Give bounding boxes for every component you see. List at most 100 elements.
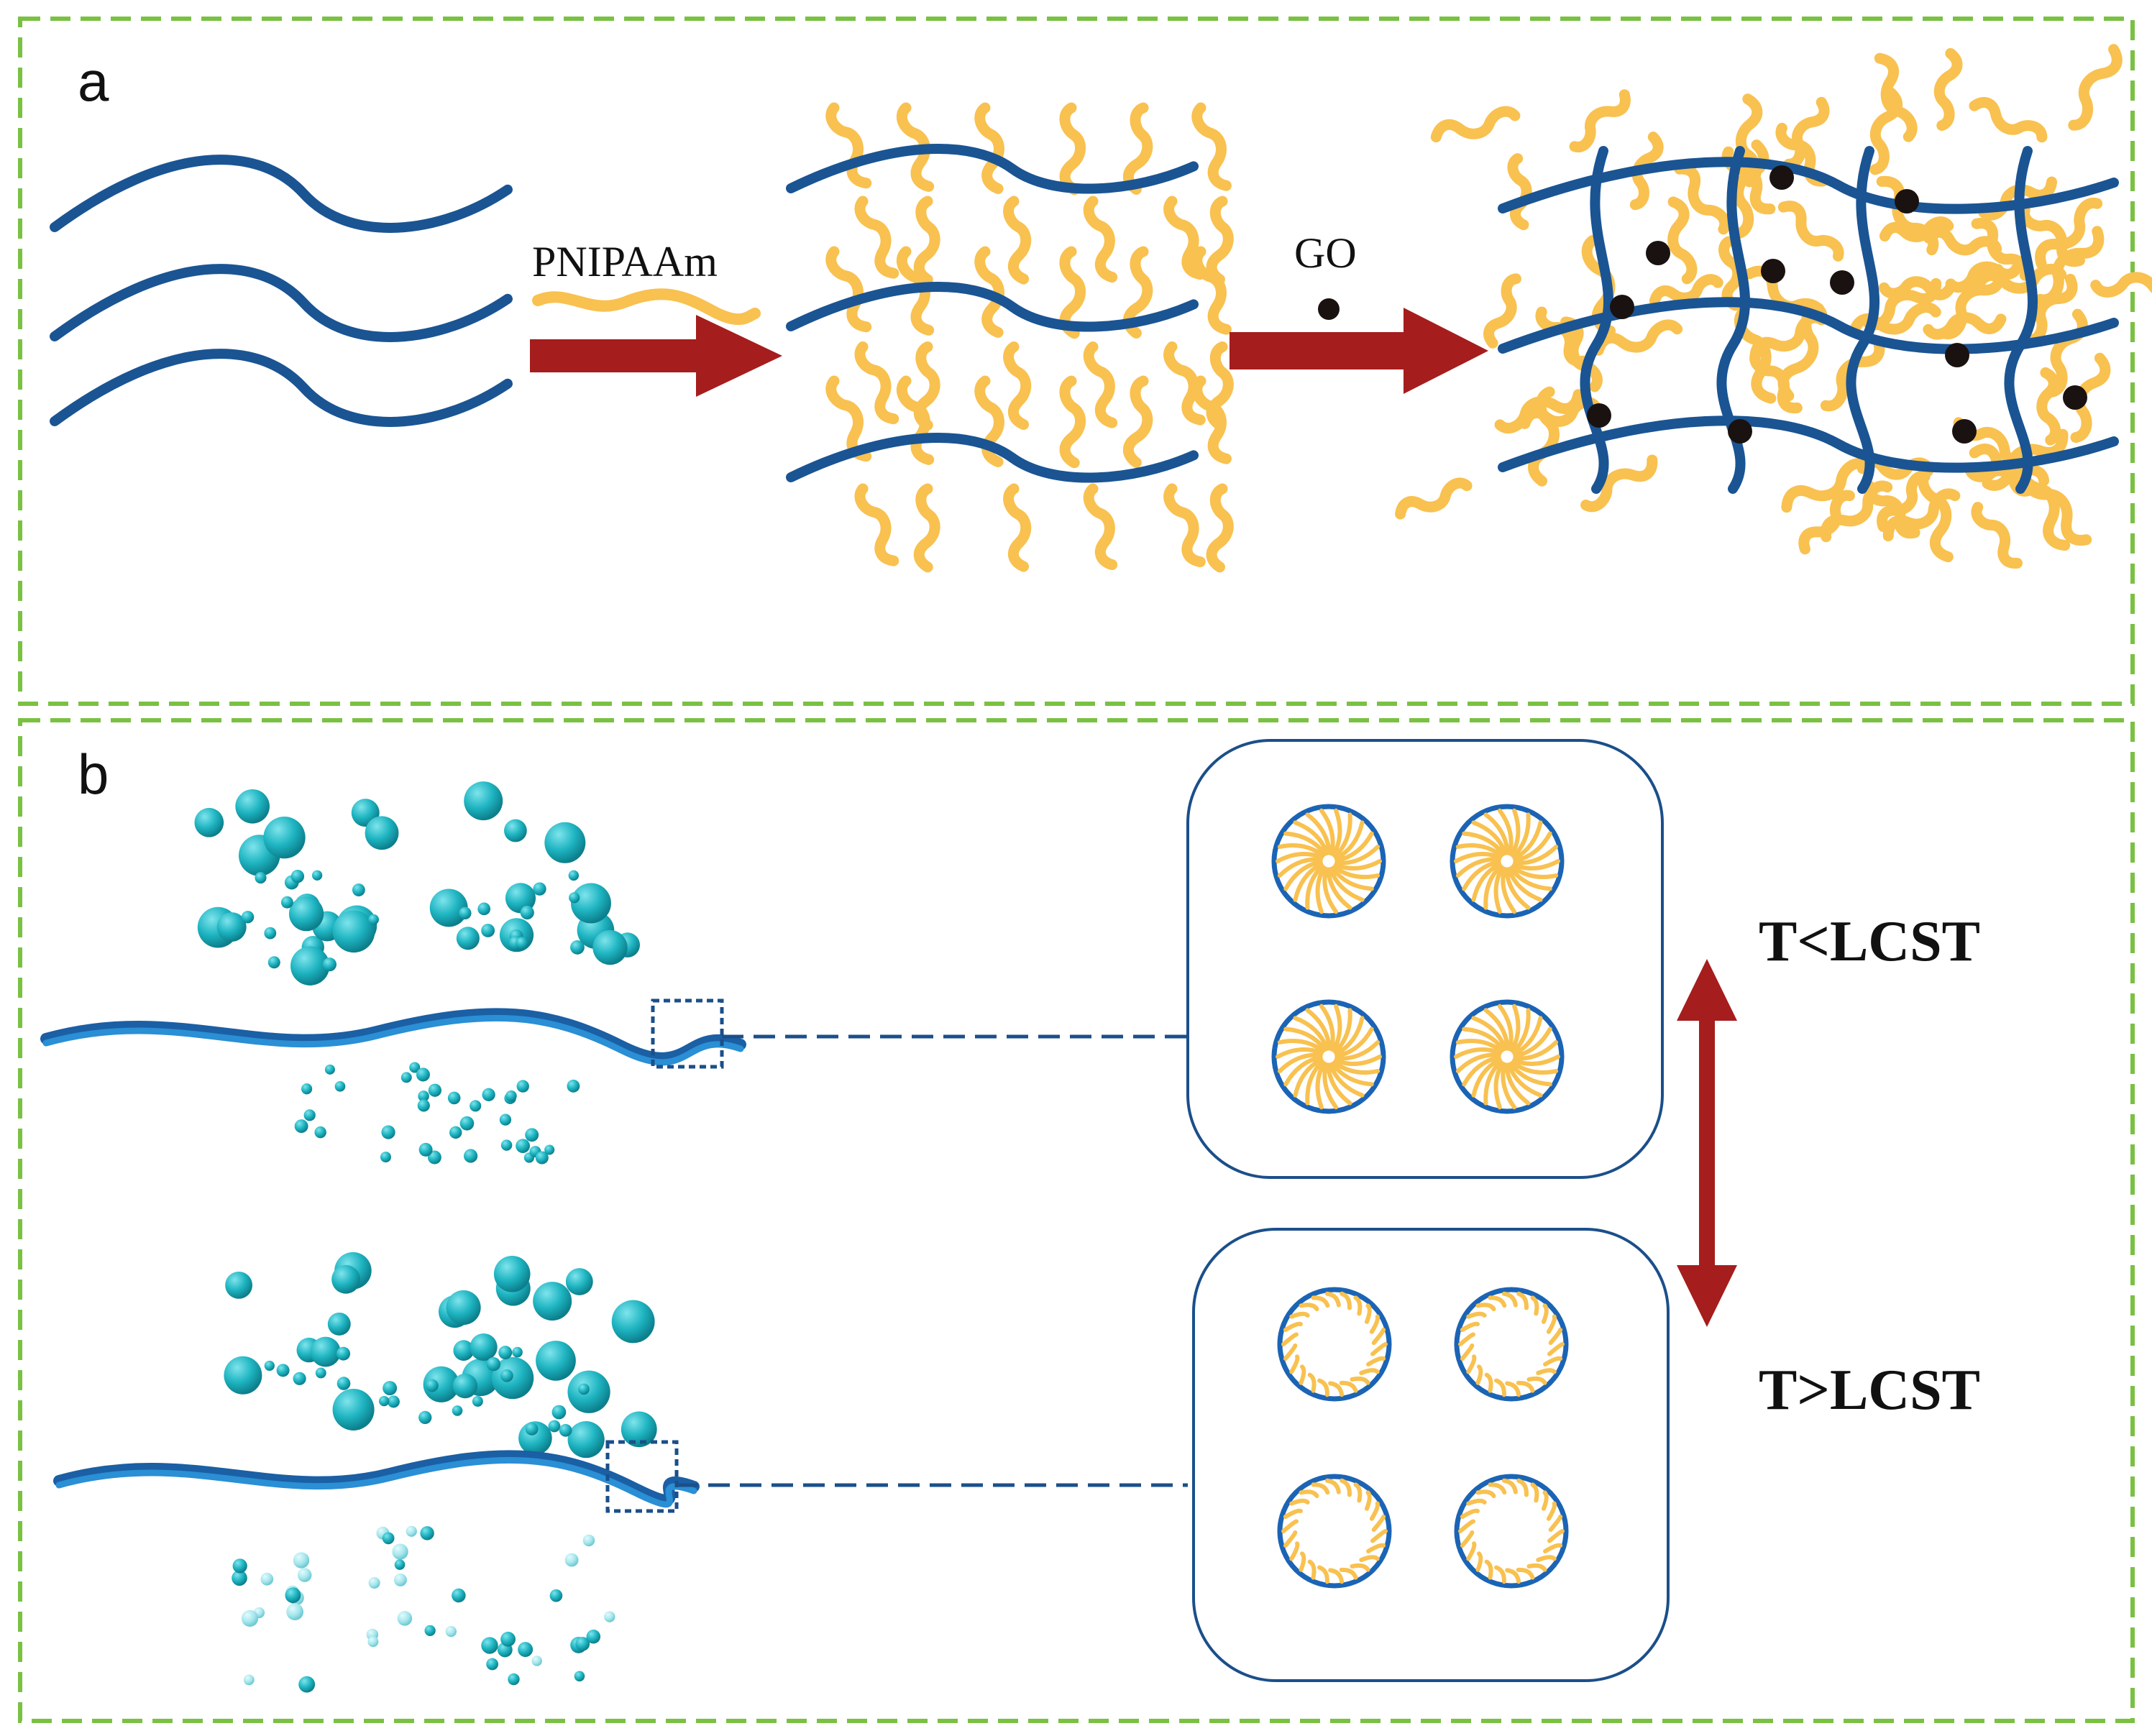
water-droplet	[393, 1573, 407, 1586]
pnipaam-strand	[1471, 861, 1502, 902]
pnipaam-strand	[1364, 1490, 1372, 1511]
water-droplet	[368, 1576, 380, 1589]
pnipaam-strand	[1475, 1303, 1496, 1312]
pnipaam-strand	[1283, 1055, 1323, 1087]
pnipaam-strand	[1484, 1559, 1493, 1580]
pnipaam-strand	[1305, 1059, 1324, 1106]
water-droplet	[564, 1553, 579, 1567]
water-droplet	[409, 1062, 421, 1073]
water-droplet	[525, 1422, 539, 1436]
water-droplet	[470, 1333, 498, 1361]
pnipaam-strand	[1460, 1321, 1480, 1332]
pnipaam-strand	[1317, 1378, 1329, 1397]
water-droplet	[481, 924, 495, 937]
pnipaam-strand	[1283, 1508, 1303, 1519]
water-droplet	[418, 1410, 432, 1425]
pnipaam-strand	[1798, 490, 1855, 555]
water-droplet	[429, 888, 468, 927]
pnipaam-strand	[1454, 852, 1502, 863]
pnipaam-strand	[1326, 867, 1352, 910]
crosslink-chain	[1716, 146, 1751, 494]
membrane-layer	[55, 1456, 697, 1508]
water-droplet	[447, 1091, 461, 1105]
pnipaam-strand	[1328, 1568, 1345, 1584]
crosslinked-network	[1395, 44, 2152, 569]
pnipaam-strand	[1504, 867, 1531, 910]
pnipaam-strand	[1923, 226, 2002, 256]
go-sheet-dot	[1646, 241, 1670, 265]
pnipaam-strand	[1277, 857, 1323, 878]
water-droplet	[536, 1341, 576, 1381]
water-droplet	[453, 1340, 475, 1361]
pnipaam-strand	[1350, 1376, 1370, 1385]
pnipaam-strand	[1334, 845, 1381, 865]
pnipaam-strand	[913, 196, 940, 285]
water-droplet	[334, 1080, 346, 1092]
pnipaam-strand	[1460, 1530, 1475, 1548]
pnipaam-strand	[1466, 1354, 1477, 1374]
go-sheet-dot	[1952, 419, 1977, 444]
water-droplet	[449, 1126, 462, 1139]
water-droplet	[310, 1336, 341, 1367]
pnipaam-strand	[1511, 865, 1559, 879]
go-sheet-dot	[1945, 343, 1969, 367]
pnipaam-strand	[1330, 866, 1374, 891]
water-droplet	[294, 1119, 308, 1134]
pnipaam-strand	[1475, 1551, 1483, 1572]
pnipaam-strand	[1516, 1380, 1535, 1393]
water-droplet	[332, 1388, 375, 1430]
water-droplet	[459, 1116, 475, 1131]
water-droplet	[548, 1420, 561, 1433]
backbone-chain	[786, 281, 1199, 332]
pnipaam-strand	[1513, 1027, 1552, 1059]
go-sheet-dot	[1761, 259, 1785, 283]
pore-ring	[1450, 804, 1565, 919]
water-droplet	[383, 1381, 398, 1395]
water-droplet	[418, 1090, 429, 1102]
pnipaam-strand	[1945, 257, 2025, 293]
water-droplet	[311, 870, 323, 881]
go-sheet-dot	[1769, 165, 1794, 190]
pnipaam-strand	[1879, 216, 1954, 242]
water-droplet	[380, 1152, 391, 1163]
pnipaam-strand	[1509, 808, 1521, 857]
water-droplet	[575, 1637, 590, 1651]
pnipaam-strand	[1488, 1295, 1507, 1308]
polymer-backbone-chains	[50, 155, 513, 427]
pnipaam-strand	[1317, 1565, 1329, 1584]
pnipaam-strand	[1083, 341, 1118, 428]
water-droplet	[290, 869, 305, 883]
water-droplet	[516, 937, 528, 950]
pnipaam-strand	[1334, 1040, 1381, 1061]
water-droplet	[445, 1625, 457, 1638]
pnipaam-strand	[1322, 866, 1339, 914]
water-droplet	[567, 1370, 610, 1413]
pnipaam-strand	[1326, 1062, 1352, 1106]
pnipaam-strand	[1331, 1004, 1342, 1052]
go-sheet-dot	[1895, 189, 1919, 213]
pnipaam-strand	[1494, 1565, 1506, 1584]
pnipaam-strand	[1370, 1529, 1388, 1543]
water-droplet	[397, 1611, 413, 1626]
go-sheet-dot	[1728, 419, 1752, 444]
pnipaam-strand	[1083, 196, 1118, 283]
pnipaam-strand	[1122, 102, 1153, 195]
pnipaam-strand	[1475, 1489, 1496, 1499]
panel-a-label: a	[78, 50, 109, 113]
water-droplet	[500, 1631, 516, 1647]
pnipaam-strand	[1783, 96, 1830, 170]
water-droplet	[621, 1411, 657, 1448]
pnipaam-strand	[1501, 1062, 1517, 1110]
zoom-box-bottom	[605, 1440, 679, 1513]
pnipaam-strand	[1289, 1498, 1310, 1506]
water-droplet	[446, 1290, 481, 1326]
water-droplet	[500, 1369, 513, 1382]
pnipaam-strand	[1933, 47, 1963, 132]
pnipaam-strand	[1781, 458, 1873, 513]
pnipaam-strand	[1334, 859, 1382, 871]
pnipaam-strand	[1519, 397, 1601, 429]
pnipaam-strand	[854, 341, 899, 425]
water-droplet	[486, 1658, 499, 1671]
water-droplet	[428, 1083, 441, 1097]
water-droplet	[424, 1625, 436, 1637]
